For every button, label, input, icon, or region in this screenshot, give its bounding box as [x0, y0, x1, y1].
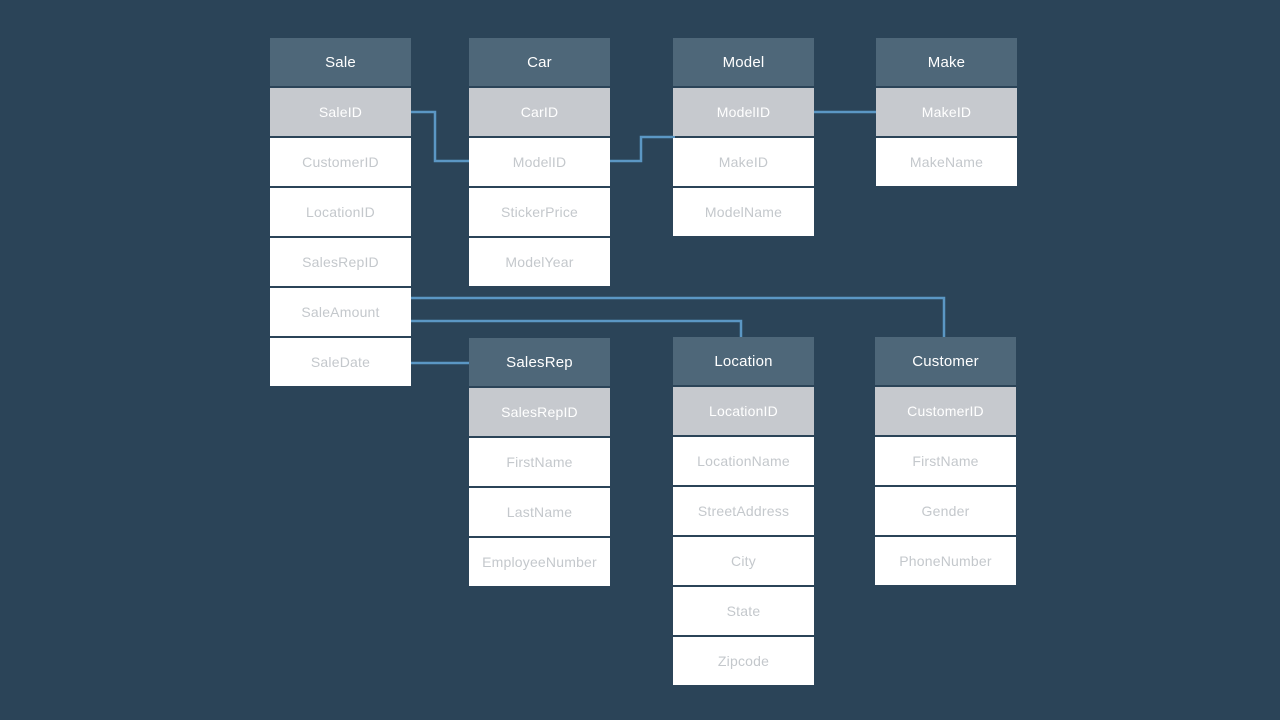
link-sale-saleamount-location	[408, 319, 743, 338]
field-row: PhoneNumber	[875, 537, 1016, 585]
link-sale-saleid-car-modelid	[404, 110, 471, 163]
table-header: Location	[673, 337, 814, 385]
link-sale-saleamount-customer	[408, 296, 946, 338]
field-row: StickerPrice	[469, 188, 610, 236]
field-row: EmployeeNumber	[469, 538, 610, 586]
field-row: City	[673, 537, 814, 585]
primary-key-row: CarID	[469, 88, 610, 136]
field-row: LocationName	[673, 437, 814, 485]
table-sale: Sale SaleID CustomerID LocationID SalesR…	[270, 38, 411, 388]
primary-key-row: CustomerID	[875, 387, 1016, 435]
field-row: FirstName	[875, 437, 1016, 485]
field-row: LastName	[469, 488, 610, 536]
field-row: SaleAmount	[270, 288, 411, 336]
field-row: Gender	[875, 487, 1016, 535]
table-header: Sale	[270, 38, 411, 86]
field-row: ModelYear	[469, 238, 610, 286]
table-model: Model ModelID MakeID ModelName	[673, 38, 814, 238]
field-row: LocationID	[270, 188, 411, 236]
table-salesrep: SalesRep SalesRepID FirstName LastName E…	[469, 338, 610, 588]
table-header: Customer	[875, 337, 1016, 385]
field-row: FirstName	[469, 438, 610, 486]
field-row: CustomerID	[270, 138, 411, 186]
table-car: Car CarID ModelID StickerPrice ModelYear	[469, 38, 610, 288]
field-row: StreetAddress	[673, 487, 814, 535]
field-row: SaleDate	[270, 338, 411, 386]
primary-key-row: MakeID	[876, 88, 1017, 136]
field-row: ModelName	[673, 188, 814, 236]
field-row: State	[673, 587, 814, 635]
primary-key-row: SaleID	[270, 88, 411, 136]
primary-key-row: LocationID	[673, 387, 814, 435]
field-row: SalesRepID	[270, 238, 411, 286]
table-make: Make MakeID MakeName	[876, 38, 1017, 188]
field-row: MakeName	[876, 138, 1017, 186]
primary-key-row: ModelID	[673, 88, 814, 136]
field-row: ModelID	[469, 138, 610, 186]
table-header: Make	[876, 38, 1017, 86]
table-header: Model	[673, 38, 814, 86]
field-row: Zipcode	[673, 637, 814, 685]
link-car-modelid-model-modelid	[607, 135, 675, 163]
table-customer: Customer CustomerID FirstName Gender Pho…	[875, 337, 1016, 587]
primary-key-row: SalesRepID	[469, 388, 610, 436]
table-header: SalesRep	[469, 338, 610, 386]
table-location: Location LocationID LocationName StreetA…	[673, 337, 814, 687]
table-header: Car	[469, 38, 610, 86]
field-row: MakeID	[673, 138, 814, 186]
